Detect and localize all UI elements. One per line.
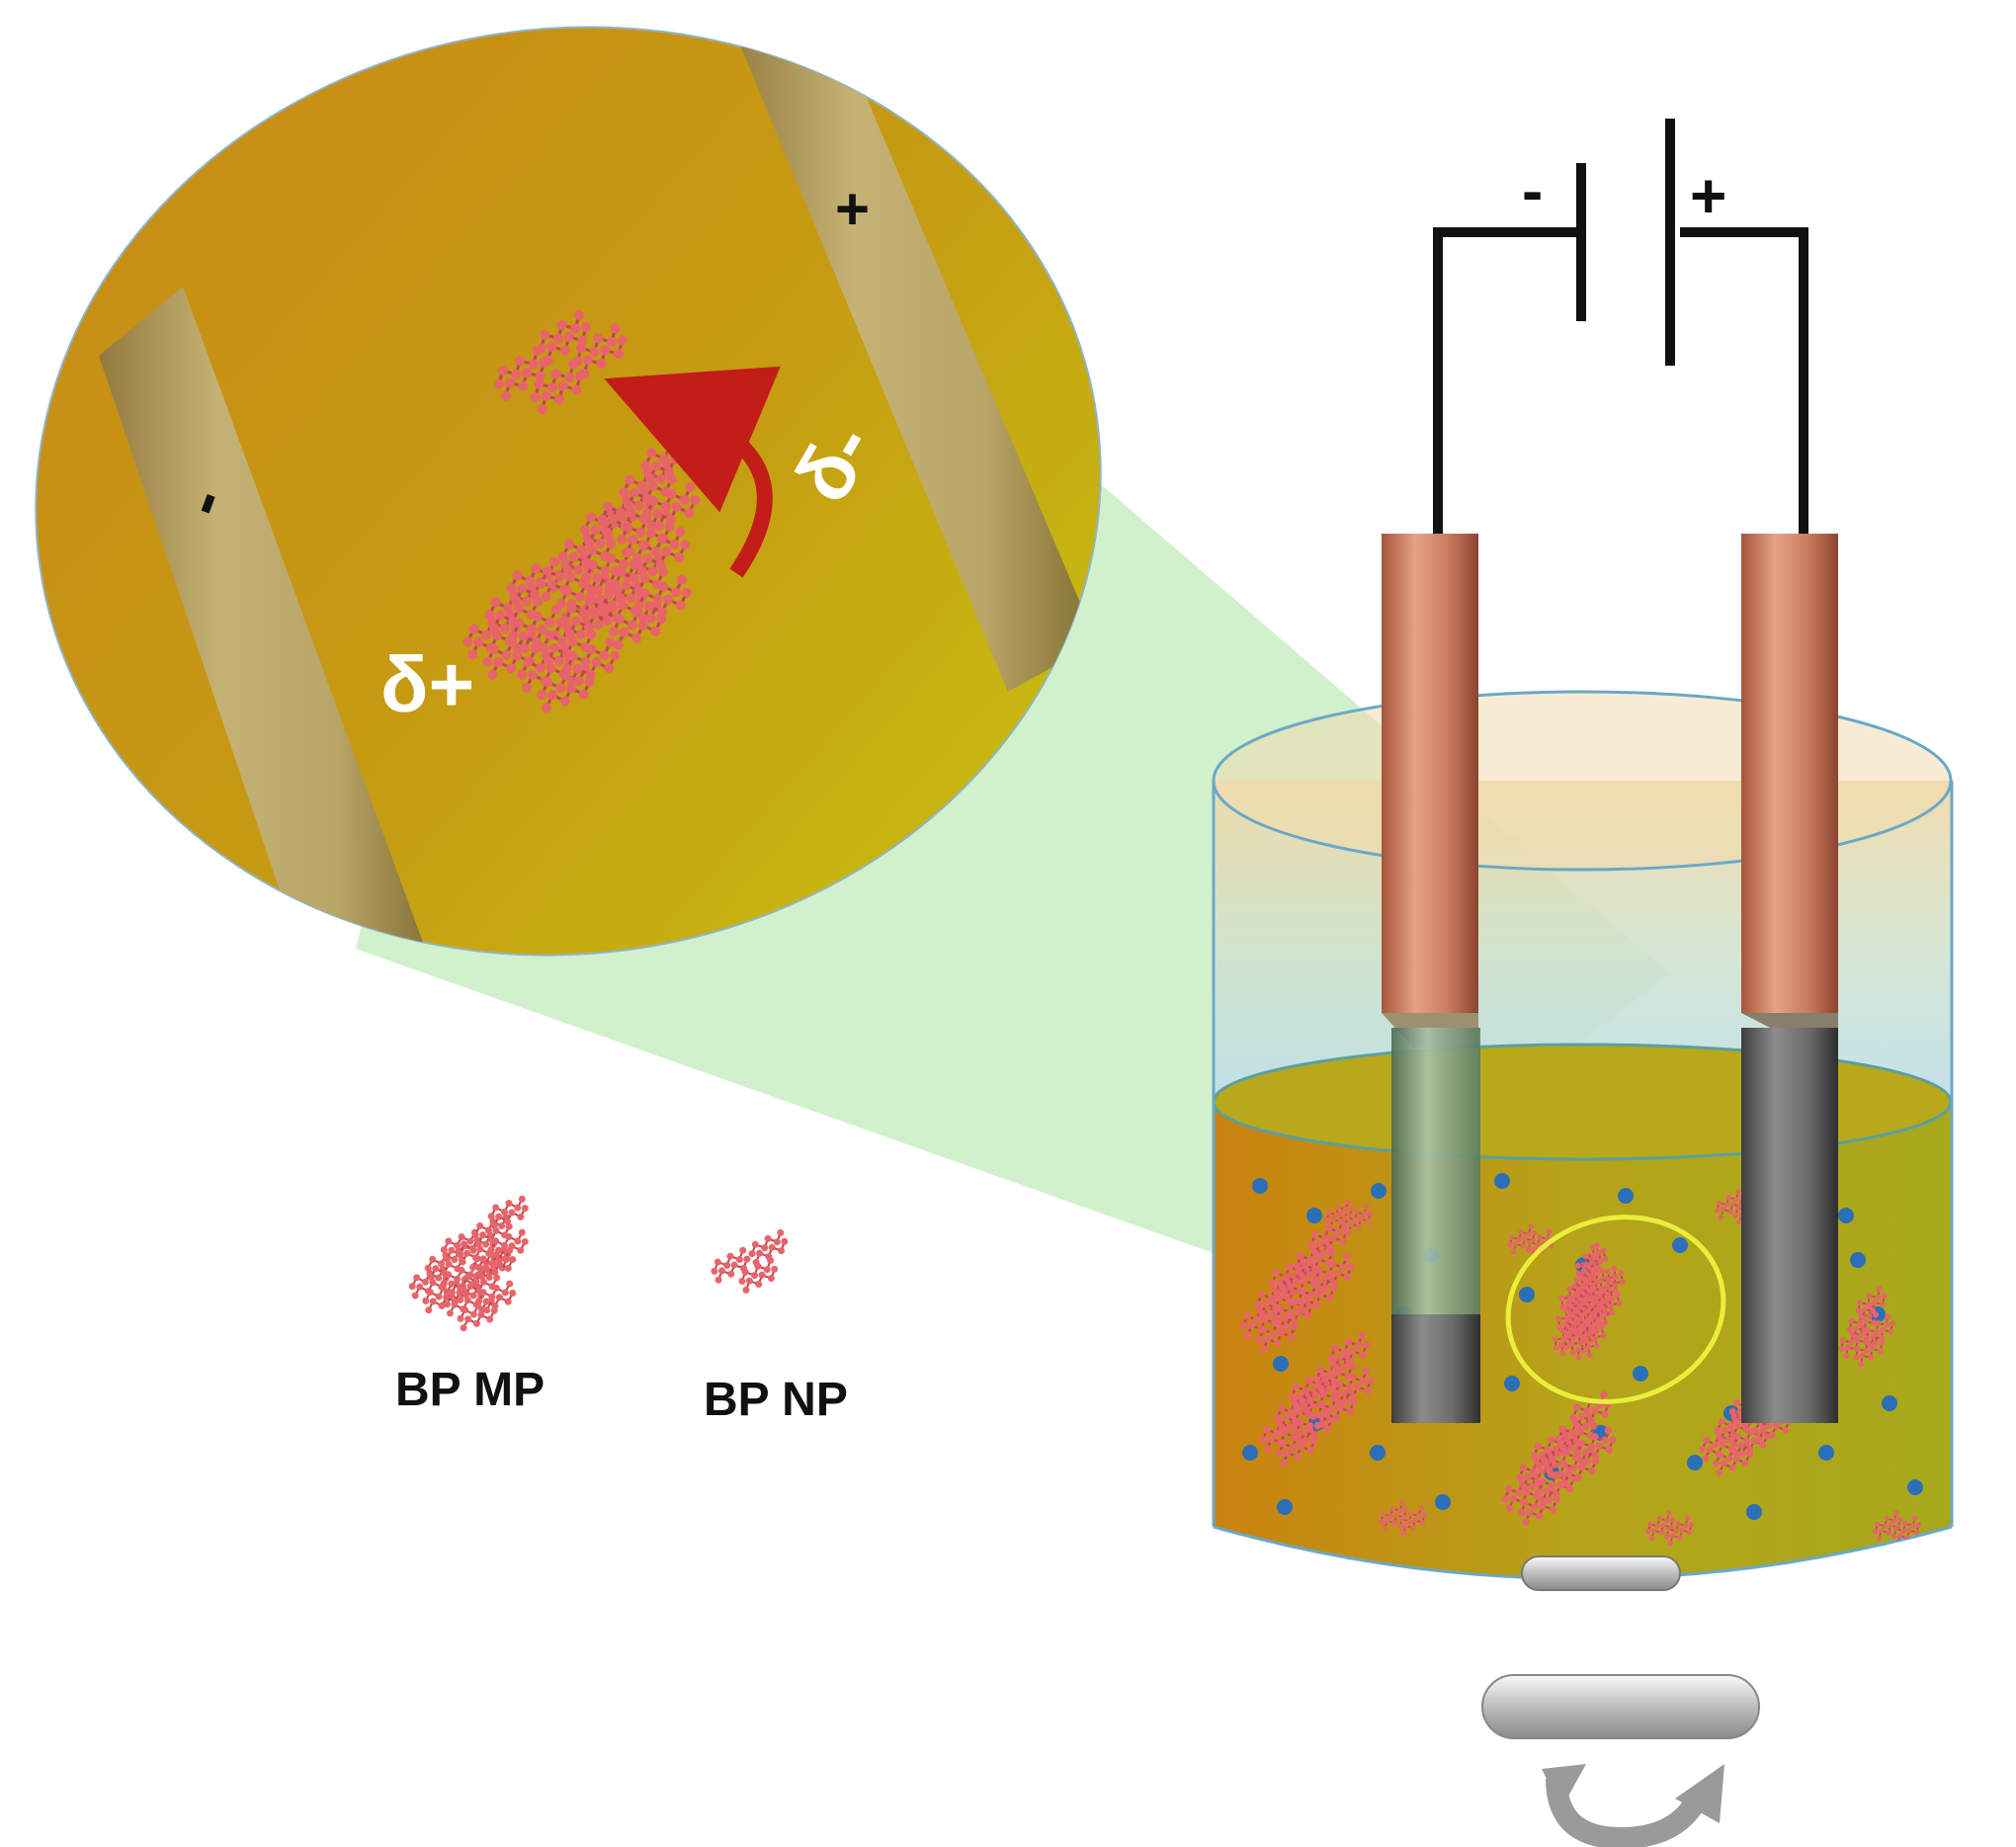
zoom-positive-electrode	[721, 0, 1097, 692]
cathode-electrode	[1382, 534, 1480, 1423]
stir-bar	[1521, 1555, 1681, 1591]
zoom-negative-electrode	[99, 287, 440, 1024]
legend-bp-mp-icon	[392, 1195, 558, 1343]
rotation-arrow-icon	[1542, 1764, 1724, 1847]
wire-positive	[1680, 227, 1808, 534]
zoom-lens: - + δ+ δ-	[35, 0, 1102, 1024]
battery-negative-sign: -	[1522, 155, 1543, 226]
anode-electrode	[1741, 534, 1838, 1423]
power-supply	[1433, 119, 1808, 534]
legend-bp-np-icon	[706, 1226, 794, 1297]
beaker-rim	[1212, 690, 1953, 872]
wire-negative	[1433, 227, 1581, 534]
legend: BP MP BP NP	[392, 1195, 848, 1426]
legend-bp-mp-label: BP MP	[395, 1364, 545, 1416]
stirrer-magnet	[1481, 1674, 1760, 1739]
zoom-positive-sign: +	[835, 176, 870, 242]
legend-bp-np-label: BP NP	[704, 1374, 848, 1426]
electrolysis-beaker	[1212, 534, 1954, 1591]
highlight-ring	[1505, 1215, 1726, 1404]
exfoliation-arrow	[604, 366, 781, 578]
battery-positive-sign: +	[1690, 160, 1726, 231]
delta-plus-label: δ+	[380, 640, 474, 728]
